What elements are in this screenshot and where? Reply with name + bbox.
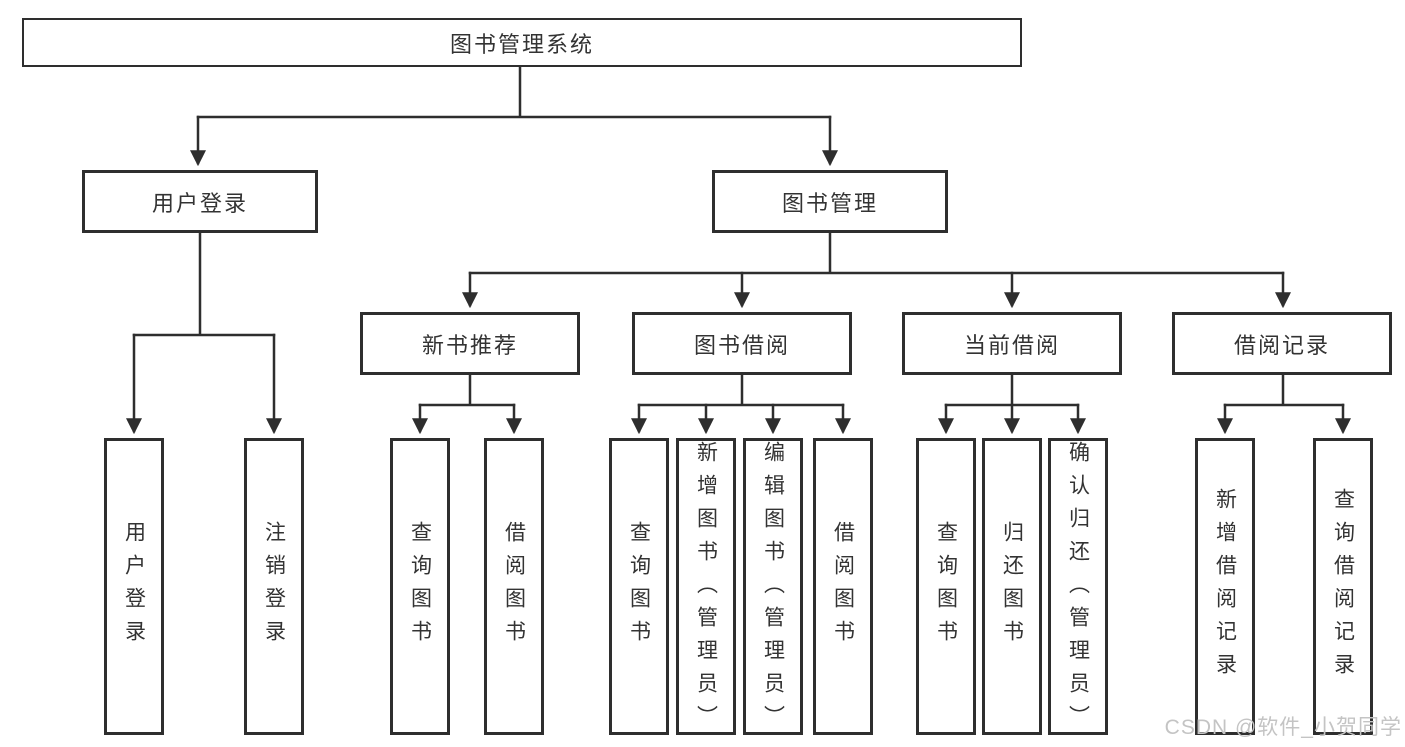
node-leaf-user-login: 用户登录 (104, 438, 164, 735)
node-leaf-return-book: 归还图书 (982, 438, 1042, 735)
node-book-borrowing: 图书借阅 (632, 312, 852, 375)
node-library-management-system: 图书管理系统 (22, 18, 1022, 67)
node-leaf-query-borrow-record: 查询借阅记录 (1313, 438, 1373, 735)
node-leaf-add-borrow-record: 新增借阅记录 (1195, 438, 1255, 735)
node-current-borrowing: 当前借阅 (902, 312, 1122, 375)
node-leaf-query-books-recommend: 查询图书 (390, 438, 450, 735)
node-leaf-borrow-books-borrowing: 借阅图书 (813, 438, 873, 735)
node-leaf-edit-book-admin: 编辑图书（管理员） (743, 438, 803, 738)
node-leaf-query-books-current: 查询图书 (916, 438, 976, 735)
node-leaf-confirm-return-admin: 确认归还（管理员） (1048, 438, 1108, 738)
csdn-watermark: CSDN @软件_小贺同学 (1164, 716, 1402, 739)
node-leaf-logout: 注销登录 (244, 438, 304, 735)
node-leaf-borrow-books-recommend: 借阅图书 (484, 438, 544, 735)
node-book-management: 图书管理 (712, 170, 948, 233)
node-leaf-query-books-borrowing: 查询图书 (609, 438, 669, 735)
node-user-login: 用户登录 (82, 170, 318, 233)
node-new-book-recommendation: 新书推荐 (360, 312, 580, 375)
node-borrowing-records: 借阅记录 (1172, 312, 1392, 375)
node-leaf-add-book-admin: 新增图书（管理员） (676, 438, 736, 738)
